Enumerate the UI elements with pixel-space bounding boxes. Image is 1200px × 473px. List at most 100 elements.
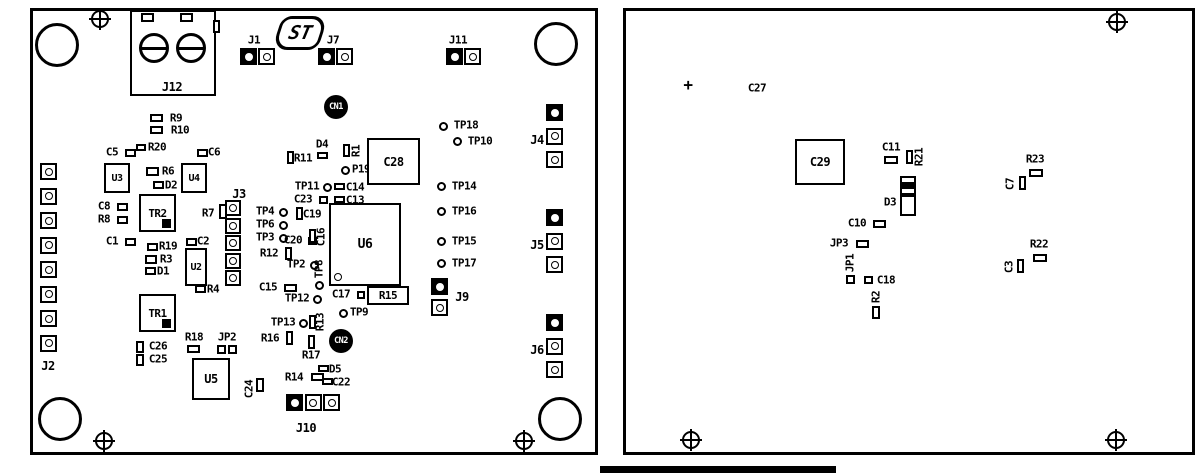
fp-R21 [906, 150, 913, 164]
connector-J11-pad-2 [464, 48, 481, 65]
fp-R20 [136, 144, 146, 151]
label-r16: R16 [260, 331, 280, 345]
label-tp14: TP14 [451, 179, 477, 193]
label-r3: R3 [159, 252, 173, 266]
fp-C6 [197, 149, 208, 157]
pad-hole [229, 274, 237, 282]
polarity-plus: + [683, 75, 693, 94]
fp-C10 [873, 220, 886, 228]
connector-J3-pad-3 [225, 235, 241, 251]
fp-R16 [286, 331, 293, 345]
label-c5: C5 [105, 145, 119, 159]
label-c1: C1 [105, 234, 119, 248]
res-R15: R15 [367, 286, 409, 305]
pad-hole [44, 314, 53, 323]
fp-R19 [147, 243, 158, 251]
label-c10: C10 [847, 216, 867, 230]
pad-hole [244, 52, 253, 61]
label-c7: C7 [1003, 177, 1017, 191]
fp-JP3 [856, 240, 869, 248]
fp-R23 [1029, 169, 1043, 177]
fiducial-cross-v [523, 430, 525, 452]
connector-J10-pad-3 [323, 394, 340, 411]
fp-R17 [308, 335, 315, 349]
ic-U6-label: U6 [357, 237, 373, 252]
label-c22: C22 [331, 375, 351, 389]
label-r6: R6 [161, 164, 175, 178]
tp-TP11 [322, 182, 332, 192]
label-c2: C2 [196, 234, 210, 248]
pad-hole [44, 192, 53, 200]
pad-hole [550, 260, 559, 269]
transistor-TR1-label: TR1 [148, 306, 167, 320]
fp-C22 [322, 378, 333, 385]
pad-hole [435, 303, 444, 312]
connector-J5-pad-3 [546, 256, 563, 273]
ic-U5-label: U5 [204, 372, 218, 386]
connector-J3-pad-5 [225, 270, 241, 286]
label-d5: D5 [328, 362, 342, 376]
connector-J10-pad-2 [304, 394, 322, 411]
fp-JP2-b [228, 345, 237, 354]
label-c14: C14 [345, 180, 365, 194]
fp-R14 [311, 373, 324, 381]
tp-TP6 [278, 220, 288, 230]
label-c6: C6 [207, 145, 221, 159]
connector-J3-pad-2 [225, 217, 241, 234]
pad-hole [340, 52, 349, 61]
pad-hole [550, 342, 559, 350]
screw-slot [142, 46, 166, 50]
fiducial-br [1105, 429, 1127, 451]
label-r4: R4 [206, 282, 220, 296]
connector-J9-pad-2 [431, 299, 448, 316]
connector-J2-pad-1 [40, 163, 57, 180]
tp-TP14 [436, 181, 446, 191]
label-r13: R13 [313, 312, 327, 332]
connector-J10-pad-1 [286, 394, 303, 411]
ic-U5: U5 [192, 358, 230, 400]
label-c19: C19 [302, 207, 322, 221]
fp-C24 [256, 378, 264, 392]
connector-J2-pad-3 [40, 212, 57, 229]
fp-JP2-a [217, 345, 226, 354]
label-c26: C26 [148, 339, 168, 353]
label-c24: C24 [242, 379, 256, 399]
fp-C14 [334, 183, 345, 190]
pad-hole [44, 339, 53, 347]
label-r17: R17 [301, 348, 321, 362]
pad-hole [44, 265, 53, 274]
label-tp18: TP18 [453, 118, 479, 132]
fp-R6 [146, 167, 159, 176]
fp-R11 [287, 151, 294, 164]
label-tp8: TP8 [312, 259, 326, 279]
label-c8: C8 [97, 199, 111, 213]
connector-J1-pad-2 [258, 48, 275, 65]
pad-hole [44, 167, 53, 176]
connector-J5-pad-1 [546, 209, 563, 226]
pin1-U6 [334, 273, 342, 281]
fiducial-cross-v [1116, 11, 1118, 33]
connector-J2-pad-8 [40, 334, 57, 352]
fp-D5 [318, 365, 329, 372]
label-tp10: TP10 [467, 134, 493, 148]
label-c23: C23 [293, 192, 313, 206]
fiducial-cross-v [1115, 429, 1117, 451]
label-c17: C17 [331, 287, 351, 301]
connector-J3-pad-1 [225, 200, 241, 216]
connector-J2-pad-6 [40, 285, 57, 303]
connector-J6-pad-3 [546, 361, 563, 378]
label-tp2: TP2 [286, 257, 306, 271]
transistor-TR2-label: TR2 [148, 206, 167, 220]
ic-U4: U4 [181, 163, 207, 193]
ic-U3: U3 [104, 163, 130, 193]
pad-hole [550, 108, 559, 117]
label-tp16: TP16 [451, 204, 477, 218]
label-r14: R14 [284, 370, 304, 384]
fiducial-bl [93, 430, 115, 452]
connector-J4-pad-3 [546, 151, 563, 168]
pad-hole [550, 365, 559, 374]
pad-hole [468, 52, 477, 61]
tp-TP3 [278, 233, 288, 243]
pad-hole [262, 52, 271, 61]
